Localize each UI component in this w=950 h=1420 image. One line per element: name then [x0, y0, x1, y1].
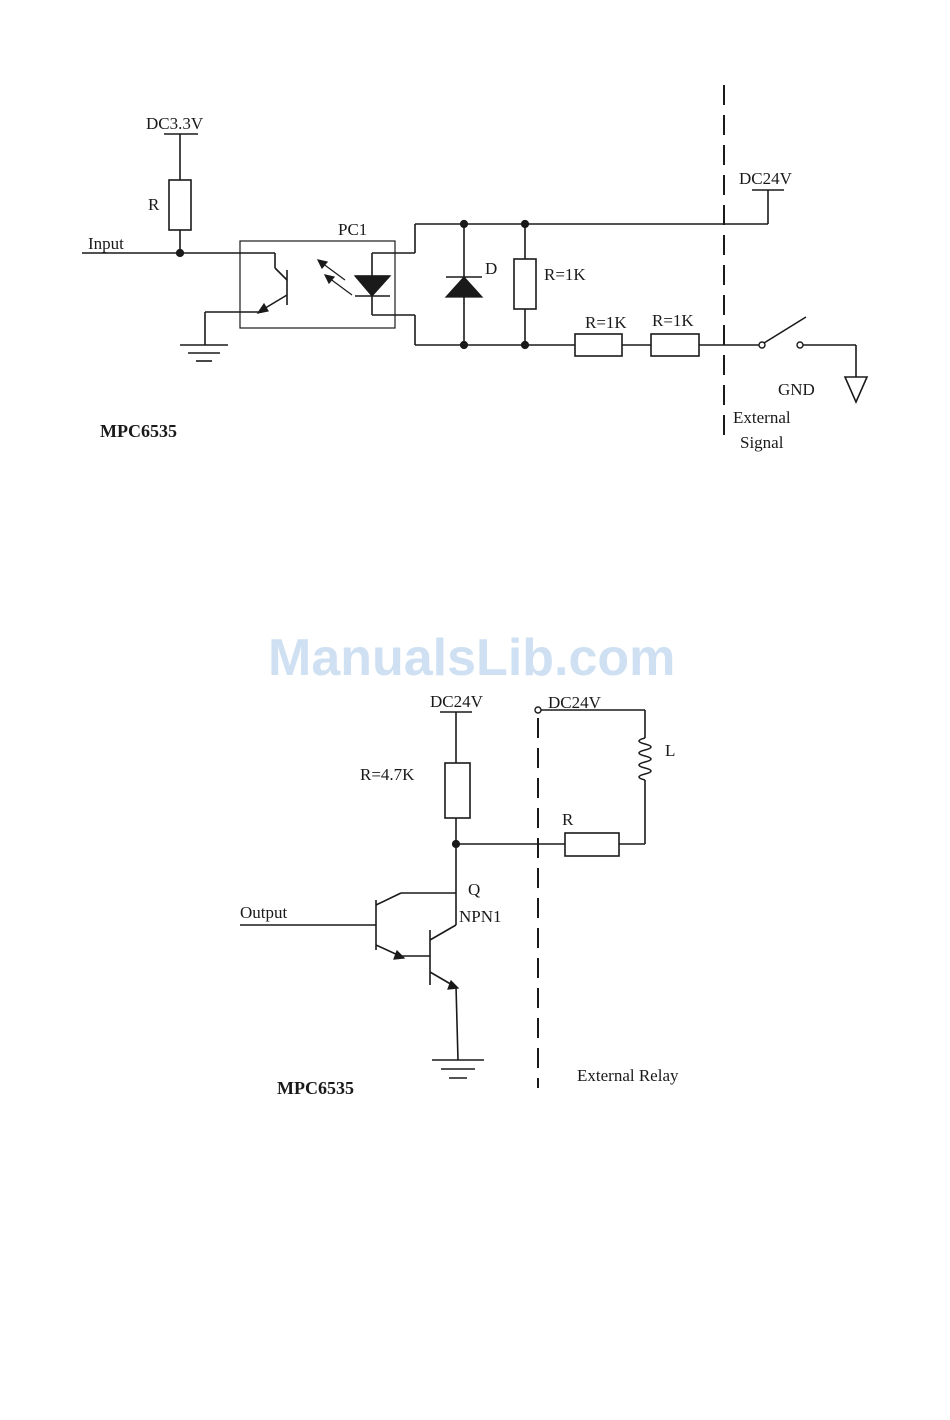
output-circuit-title: MPC6535	[277, 1078, 354, 1098]
transistor1-collector	[376, 893, 401, 905]
pullup-resistor	[169, 180, 191, 230]
watermark: ManualsLib.com	[268, 629, 675, 687]
switch-contact	[797, 342, 803, 348]
transistor-label-q: Q	[468, 880, 480, 899]
parallel-resistor-label: R=1K	[544, 265, 586, 284]
input-circuit: DC3.3V R Input PC1	[82, 85, 867, 452]
relay-supply-label: DC24V	[548, 693, 602, 712]
transistor2-collector	[430, 925, 456, 940]
switch-icon	[764, 317, 806, 343]
pullup-resistor-label: R	[148, 195, 160, 214]
relay-resistor-label: R	[562, 810, 574, 829]
output-label: Output	[240, 903, 288, 922]
inductor-coil-icon	[639, 738, 651, 780]
diode-icon	[446, 277, 482, 297]
transistor-label-npn1: NPN1	[459, 907, 502, 926]
external-relay-label: External Relay	[577, 1066, 679, 1085]
series-resistor-1-label: R=1K	[585, 313, 627, 332]
light-arrow-icon	[329, 278, 352, 295]
terminal	[535, 707, 541, 713]
pullup-resistor-label: R=4.7K	[360, 765, 415, 784]
input-supply-label: DC3.3V	[146, 114, 204, 133]
diode-label: D	[485, 259, 497, 278]
series-resistor-2-label: R=1K	[652, 311, 694, 330]
optocoupler-label: PC1	[338, 220, 367, 239]
inductor-label: L	[665, 741, 675, 760]
input-label: Input	[88, 234, 124, 253]
parallel-resistor	[514, 259, 536, 309]
input-circuit-title: MPC6535	[100, 421, 177, 441]
led-icon	[355, 276, 390, 296]
emitter-arrow	[394, 951, 404, 959]
external-supply-label: DC24V	[739, 169, 793, 188]
series-resistor-1	[575, 334, 622, 356]
series-resistor-2	[651, 334, 699, 356]
output-supply-label: DC24V	[430, 692, 484, 711]
output-circuit: DC24V R=4.7K R DC24V L Output Q	[240, 692, 679, 1098]
external-label-line1: External	[733, 408, 791, 427]
relay-resistor	[565, 833, 619, 856]
pullup-resistor-4k7	[445, 763, 470, 818]
gnd-triangle-icon	[845, 377, 867, 402]
phototransistor-collector	[275, 268, 287, 280]
gnd-label: GND	[778, 380, 815, 399]
wire	[456, 986, 458, 1060]
external-label-line2: Signal	[740, 433, 784, 452]
